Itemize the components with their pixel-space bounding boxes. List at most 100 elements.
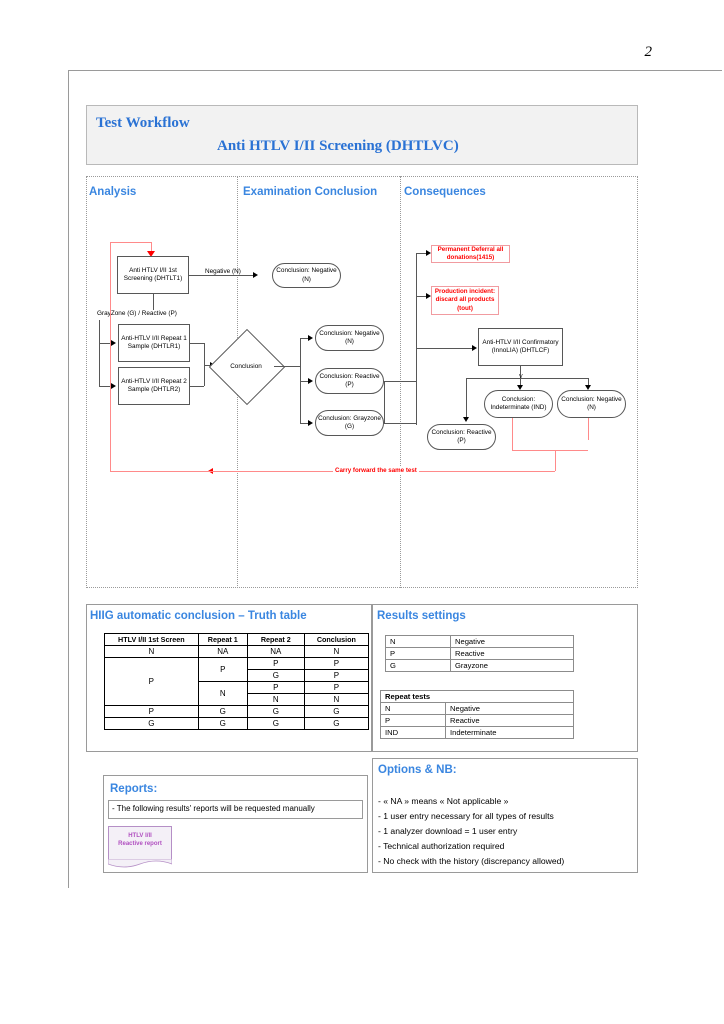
edge-arrow-neg bbox=[584, 385, 591, 390]
cell-repeat1: P bbox=[197, 657, 248, 682]
cell-meaning: Reactive bbox=[445, 714, 574, 727]
cell-screen: P bbox=[104, 705, 199, 718]
edge-conclusions-merge bbox=[384, 381, 385, 423]
edge-screen-down bbox=[153, 294, 154, 310]
column-header-examination-conclusion: Examination Conclusion bbox=[243, 186, 378, 198]
table-row: P Reactive bbox=[380, 714, 574, 727]
page-frame bbox=[68, 70, 722, 888]
repeat-tests-heading: Repeat tests bbox=[380, 690, 574, 703]
cell-repeat1: G bbox=[197, 717, 248, 730]
edge-to-confirmatory bbox=[416, 348, 472, 349]
carry-forward-top-segment bbox=[110, 242, 152, 243]
edge-arrow-negative bbox=[253, 271, 258, 278]
table-row: IND Indeterminate bbox=[380, 726, 574, 739]
decision-label: Conclusion bbox=[230, 362, 262, 370]
truth-table-header-row: HTLV I/II 1st Screen Repeat 1 Repeat 2 C… bbox=[104, 633, 370, 646]
cell-meaning: Indeterminate bbox=[445, 726, 574, 739]
edge-arrow-deferral bbox=[426, 249, 431, 256]
truth-table-panel bbox=[86, 604, 372, 752]
cell-conclusion: P bbox=[303, 657, 370, 670]
edge-consequence-trunk bbox=[416, 253, 417, 425]
workflow-diagram-panel bbox=[86, 176, 638, 588]
cell-meaning: Negative bbox=[445, 702, 574, 715]
options-panel bbox=[372, 758, 638, 873]
table-row: G G G G bbox=[104, 717, 370, 730]
edge-fan-neg bbox=[588, 378, 589, 385]
report-document-shape[interactable] bbox=[108, 826, 172, 860]
edge-to-repeat1 bbox=[99, 343, 111, 344]
carry-forward-from-ind bbox=[512, 418, 513, 450]
cell-code: P bbox=[385, 647, 451, 660]
options-line-5: - No check with the history (discrepancy… bbox=[378, 856, 565, 866]
node-conclusion-reactive[interactable]: Conclusion: Reactive (P) bbox=[315, 368, 384, 394]
node-first-screening[interactable]: Anti HTLV I/II 1st Screening (DHTLT1) bbox=[117, 256, 189, 294]
edge-repeat1-out bbox=[190, 343, 204, 344]
edge-label-negative: Negative (N) bbox=[205, 268, 241, 275]
edge-repeat-merge bbox=[204, 343, 205, 386]
truth-table-heading: HIIG automatic conclusion – Truth table bbox=[90, 610, 307, 622]
table-row: P P P P bbox=[104, 657, 370, 706]
cell-repeat2: N bbox=[246, 693, 305, 706]
node-conclusion-reactive-confirm[interactable]: Conclusion: Reactive (P) bbox=[427, 424, 496, 450]
edge-reactive-right bbox=[384, 381, 416, 382]
node-confirmatory-test[interactable]: Anti-HTLV I/II Confirmatory (InnoLIA) (D… bbox=[478, 328, 563, 366]
node-conclusion-negative-mid[interactable]: Conclusion: Negative (N) bbox=[315, 325, 384, 351]
edge-arrow-ind bbox=[516, 385, 523, 390]
th-screen: HTLV I/II 1st Screen bbox=[104, 633, 199, 646]
carry-forward-return-arrowhead bbox=[208, 467, 213, 474]
report-document-label: HTLV I/II Reactive report bbox=[108, 832, 172, 848]
node-conclusion-negative-top[interactable]: Conclusion: Negative (N) bbox=[272, 263, 341, 288]
cell-screen: N bbox=[104, 645, 199, 658]
node-conclusion-grayzone[interactable]: Conclusion: Grayzone (G) bbox=[315, 410, 384, 436]
table-row: N NA NA N bbox=[104, 645, 370, 658]
carry-forward-label: Carry forward the same test bbox=[333, 467, 419, 474]
edge-fan-grayzone bbox=[300, 423, 308, 424]
page-title: Test Workflow bbox=[96, 115, 190, 131]
edge-fan-negative bbox=[300, 338, 308, 339]
th-conclusion: Conclusion bbox=[303, 633, 370, 646]
carry-forward-drop bbox=[555, 450, 556, 471]
cell-meaning: Grayzone bbox=[450, 659, 574, 672]
cell-conclusion: G bbox=[303, 705, 370, 718]
reports-note-box bbox=[108, 800, 363, 819]
edge-to-deferral bbox=[416, 253, 426, 254]
carry-forward-from-neg bbox=[588, 418, 589, 440]
cell-repeat1: NA bbox=[197, 645, 248, 658]
table-row: Repeat tests bbox=[380, 690, 574, 703]
edge-arrow-fan-reactive bbox=[308, 377, 313, 384]
edge-arrow-incident bbox=[426, 292, 431, 299]
node-consequence-permanent-deferral[interactable]: Permanent Deferral all donations(1415) bbox=[431, 245, 510, 263]
edge-branch-vertical bbox=[99, 320, 100, 386]
edge-decision-fan bbox=[300, 338, 301, 423]
cell-code: G bbox=[385, 659, 451, 672]
edge-arrow-repeat1 bbox=[111, 339, 116, 346]
node-repeat-1-sample[interactable]: Anti-HTLV I/II Repeat 1 Sample (DHTLR1) bbox=[118, 324, 190, 362]
node-conclusion-indeterminate[interactable]: Conclusion: Indeterminate (IND) bbox=[484, 390, 553, 418]
page-number: 2 bbox=[644, 44, 653, 60]
table-row: N N bbox=[105, 693, 370, 706]
cell-conclusion: N bbox=[303, 645, 370, 658]
node-conclusion-negative-confirm[interactable]: Conclusion: Negative (N) bbox=[557, 390, 626, 418]
cell-screen: G bbox=[104, 717, 199, 730]
node-decision-conclusion[interactable]: Conclusion bbox=[208, 328, 286, 406]
reports-note: - The following results' reports will be… bbox=[112, 804, 315, 813]
edge-label-grayzone-reactive: GrayZone (G) / Reactive (P) bbox=[97, 310, 177, 317]
options-line-1: - « NA » means « Not applicable » bbox=[378, 796, 509, 806]
edge-to-incident bbox=[416, 296, 426, 297]
column-divider-2 bbox=[400, 176, 401, 588]
cell-repeat1: N bbox=[197, 681, 248, 706]
title-box: Test Workflow Anti HTLV I/II Screening (… bbox=[86, 105, 638, 165]
edge-grayzone-right bbox=[384, 423, 416, 424]
carry-forward-join bbox=[512, 450, 588, 451]
node-consequence-production-incident[interactable]: Production incident: discard all product… bbox=[431, 286, 499, 315]
table-row: P Reactive bbox=[385, 647, 574, 660]
cell-repeat2: P bbox=[246, 681, 305, 694]
edge-arrow-reactive-p bbox=[462, 417, 469, 422]
cell-conclusion: P bbox=[303, 669, 370, 682]
edge-arrow-repeat2 bbox=[111, 382, 116, 389]
options-line-2: - 1 user entry necessary for all types o… bbox=[378, 811, 554, 821]
cell-repeat2: G bbox=[246, 705, 305, 718]
cell-repeat2: P bbox=[246, 657, 305, 670]
node-repeat-2-sample[interactable]: Anti-HTLV I/II Repeat 2 Sample (DHTLR2) bbox=[118, 367, 190, 405]
repeat-tests-table: Repeat tests N Negative P Reactive IND I… bbox=[380, 690, 574, 739]
